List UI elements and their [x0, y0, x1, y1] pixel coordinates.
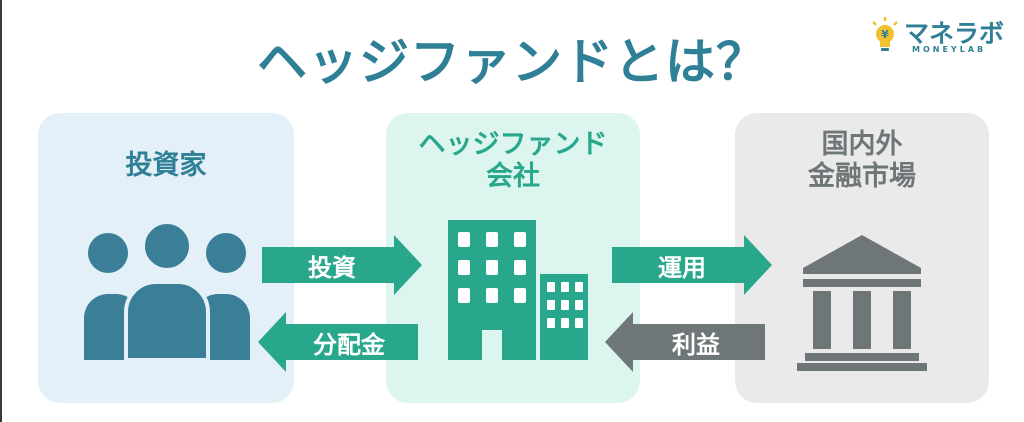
bank-icon: [797, 235, 927, 371]
dividend-label: 分配金: [313, 330, 385, 359]
financial-market-panel: 国内外 金融市場: [735, 113, 989, 403]
hedge-fund-company-panel: ヘッジファンド 会社: [386, 113, 640, 403]
market-title-line2: 金融市場: [808, 161, 916, 192]
invest-arrow: 投資: [262, 235, 422, 295]
invest-label: 投資: [308, 253, 356, 282]
moneylab-logo: ¥ マネラボ MONEYLAB: [866, 14, 1016, 58]
building-icon: [448, 220, 588, 360]
investor-panel: 投資家: [38, 113, 294, 403]
company-title-line2: 会社: [486, 161, 540, 192]
people-icon: [84, 220, 250, 360]
logo-text: マネラボ: [904, 19, 1005, 48]
logo-subtext: MONEYLAB: [912, 45, 987, 54]
dividend-arrow: 分配金: [258, 312, 418, 372]
market-title-line1: 国内外: [821, 129, 903, 160]
left-edge-line: [0, 0, 2, 422]
profit-arrow: 利益: [605, 312, 765, 372]
company-title-line1: ヘッジファンド: [418, 129, 608, 160]
svg-text:¥: ¥: [881, 28, 889, 41]
investor-title: 投資家: [125, 150, 207, 181]
lightbulb-icon: ¥: [872, 17, 898, 51]
operate-label: 運用: [658, 253, 706, 282]
profit-label: 利益: [672, 330, 720, 359]
page-title: ヘッジファンドとは？: [257, 33, 767, 91]
operate-arrow: 運用: [612, 235, 772, 295]
